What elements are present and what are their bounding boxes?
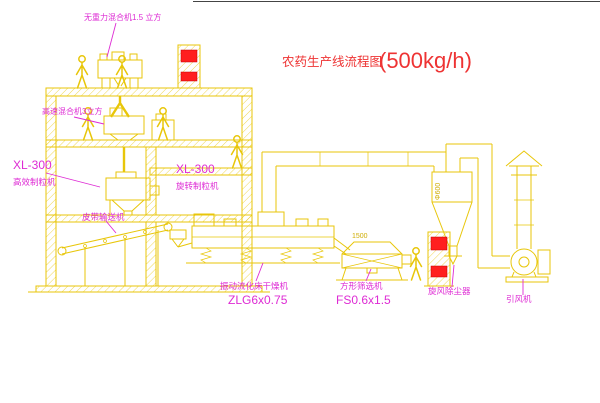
fluid-bed-dryer bbox=[186, 211, 351, 264]
label-fan: 引风机 bbox=[506, 294, 532, 304]
leader-lines bbox=[45, 22, 524, 295]
label-sieve-model: FS0.6x1.5 bbox=[336, 293, 391, 307]
panel-screen bbox=[430, 265, 448, 278]
label-cyclone: 旋风除尘器 bbox=[428, 286, 471, 296]
spring-support bbox=[199, 247, 213, 264]
label-mid-granulator-name: 旋转制粒机 bbox=[176, 181, 219, 191]
label-left-granulator-model: XL-300 bbox=[13, 158, 52, 172]
control-panel-roof bbox=[177, 44, 201, 89]
building-structure bbox=[28, 87, 270, 293]
induced-draft-fan bbox=[505, 248, 551, 283]
label-dryer-name: 振动流化床干燥机 bbox=[220, 281, 289, 291]
high-speed-mixer bbox=[103, 107, 175, 172]
spring-support bbox=[311, 247, 325, 264]
control-panel-floor bbox=[424, 231, 454, 287]
drawing-title-capacity: (500kg/h) bbox=[379, 48, 472, 73]
belt-conveyor bbox=[57, 222, 193, 286]
label-belt-conveyor: 皮带输送机 bbox=[82, 212, 125, 222]
rain-cap bbox=[505, 150, 543, 167]
spring-support bbox=[279, 247, 293, 264]
exhaust-stack bbox=[505, 150, 543, 249]
label-left-granulator-name: 高效制粒机 bbox=[13, 177, 56, 187]
annotation-sieve-dimension: 1500 bbox=[352, 233, 368, 240]
square-sieve bbox=[336, 241, 412, 281]
feed-hopper bbox=[169, 229, 187, 240]
spring-support bbox=[239, 247, 253, 264]
y-feed-pipe bbox=[109, 96, 131, 118]
label-sieve-name: 方形筛选机 bbox=[340, 281, 383, 291]
worker-figure bbox=[75, 55, 89, 89]
worker-figure bbox=[115, 55, 129, 89]
exhaust-duct bbox=[261, 151, 447, 212]
vibration-motor bbox=[401, 254, 412, 265]
discharge-chute bbox=[333, 237, 351, 255]
panel-screen bbox=[180, 49, 198, 63]
worker-figure bbox=[156, 107, 170, 141]
panel-screen bbox=[430, 236, 448, 251]
label-high-speed-mixer: 高速混合机3立方 bbox=[42, 106, 102, 116]
panel-screen bbox=[180, 71, 198, 82]
label-top-mixer: 无重力混合机1.5 立方 bbox=[84, 12, 161, 22]
rotary-granulator bbox=[105, 171, 160, 216]
annotation-pipe-diameter: Φ600 bbox=[435, 183, 442, 200]
fan-motor bbox=[537, 249, 551, 275]
label-mid-granulator-model: XL-300 bbox=[176, 162, 215, 176]
worker-figure bbox=[409, 247, 423, 281]
label-dryer-model: ZLG6x0.75 bbox=[228, 293, 288, 307]
drawing-title: 农药生产线流程图 bbox=[282, 54, 382, 69]
